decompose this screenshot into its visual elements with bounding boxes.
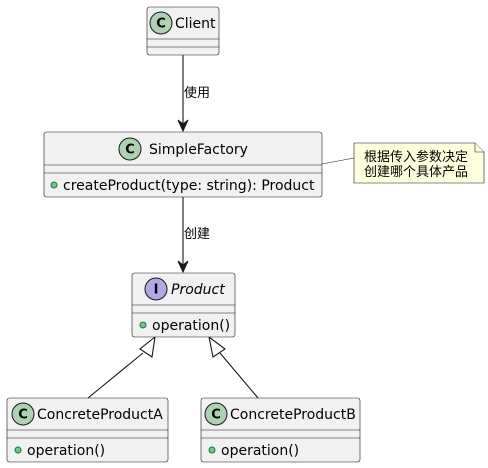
- uses-arrowhead: [177, 119, 189, 133]
- class-simple-factory-stereotype: C: [125, 143, 135, 158]
- uses-edge-label: 使用: [184, 85, 210, 101]
- note-fold: [474, 143, 484, 153]
- class-circle-icon: [149, 11, 173, 35]
- inherit-triangle-a: [139, 335, 156, 358]
- class-concrete-product-b[interactable]: C ConcreteProductB operation(): [200, 397, 361, 463]
- public-dot-icon: [14, 446, 22, 454]
- class-concrete-product-b-method: operation(): [221, 443, 299, 459]
- class-simple-factory-box: [43, 131, 323, 198]
- class-simple-factory-method: createProduct(type: string): Product: [63, 178, 315, 194]
- class-simple-factory-name: SimpleFactory: [149, 142, 248, 158]
- note-line-1: 根据传入参数决定: [364, 149, 468, 165]
- creates-arrowhead: [177, 260, 189, 274]
- class-client[interactable]: C Client: [146, 6, 220, 56]
- class-circle-icon: [204, 402, 228, 426]
- note-line-2: 创建哪个具体产品: [364, 165, 468, 180]
- class-circle-icon: [118, 137, 142, 161]
- interface-product-stereotype: I: [154, 283, 159, 298]
- creates-edge-label: 创建: [184, 227, 210, 242]
- class-concrete-product-b-stereotype: C: [211, 408, 221, 423]
- interface-product[interactable]: I Product operation(): [131, 272, 236, 338]
- class-circle-icon: [11, 402, 35, 426]
- interface-product-method: operation(): [152, 318, 230, 334]
- class-concrete-product-b-name: ConcreteProductB: [230, 407, 356, 423]
- public-dot-icon: [208, 446, 216, 454]
- class-client-name: Client: [175, 16, 216, 32]
- class-simple-factory[interactable]: C SimpleFactory createProduct(type: stri…: [43, 131, 323, 198]
- note-box: [353, 142, 485, 184]
- inherit-edge-b: [219, 352, 259, 399]
- class-concrete-product-a-name: ConcreteProductA: [37, 407, 163, 423]
- public-dot-icon: [139, 321, 147, 329]
- note: 根据传入参数决定 创建哪个具体产品: [353, 142, 485, 184]
- inherit-triangle-b: [208, 335, 226, 358]
- class-concrete-product-a[interactable]: C ConcreteProductA operation(): [6, 397, 169, 463]
- class-concrete-product-a-stereotype: C: [18, 408, 28, 423]
- inherit-edge-a: [87, 352, 144, 399]
- interface-circle-icon: [144, 277, 168, 301]
- public-dot-icon: [50, 181, 58, 189]
- class-client-stereotype: C: [156, 17, 166, 32]
- note-connector: [321, 157, 355, 165]
- class-concrete-product-a-method: operation(): [27, 443, 105, 459]
- interface-product-name: Product: [171, 282, 225, 298]
